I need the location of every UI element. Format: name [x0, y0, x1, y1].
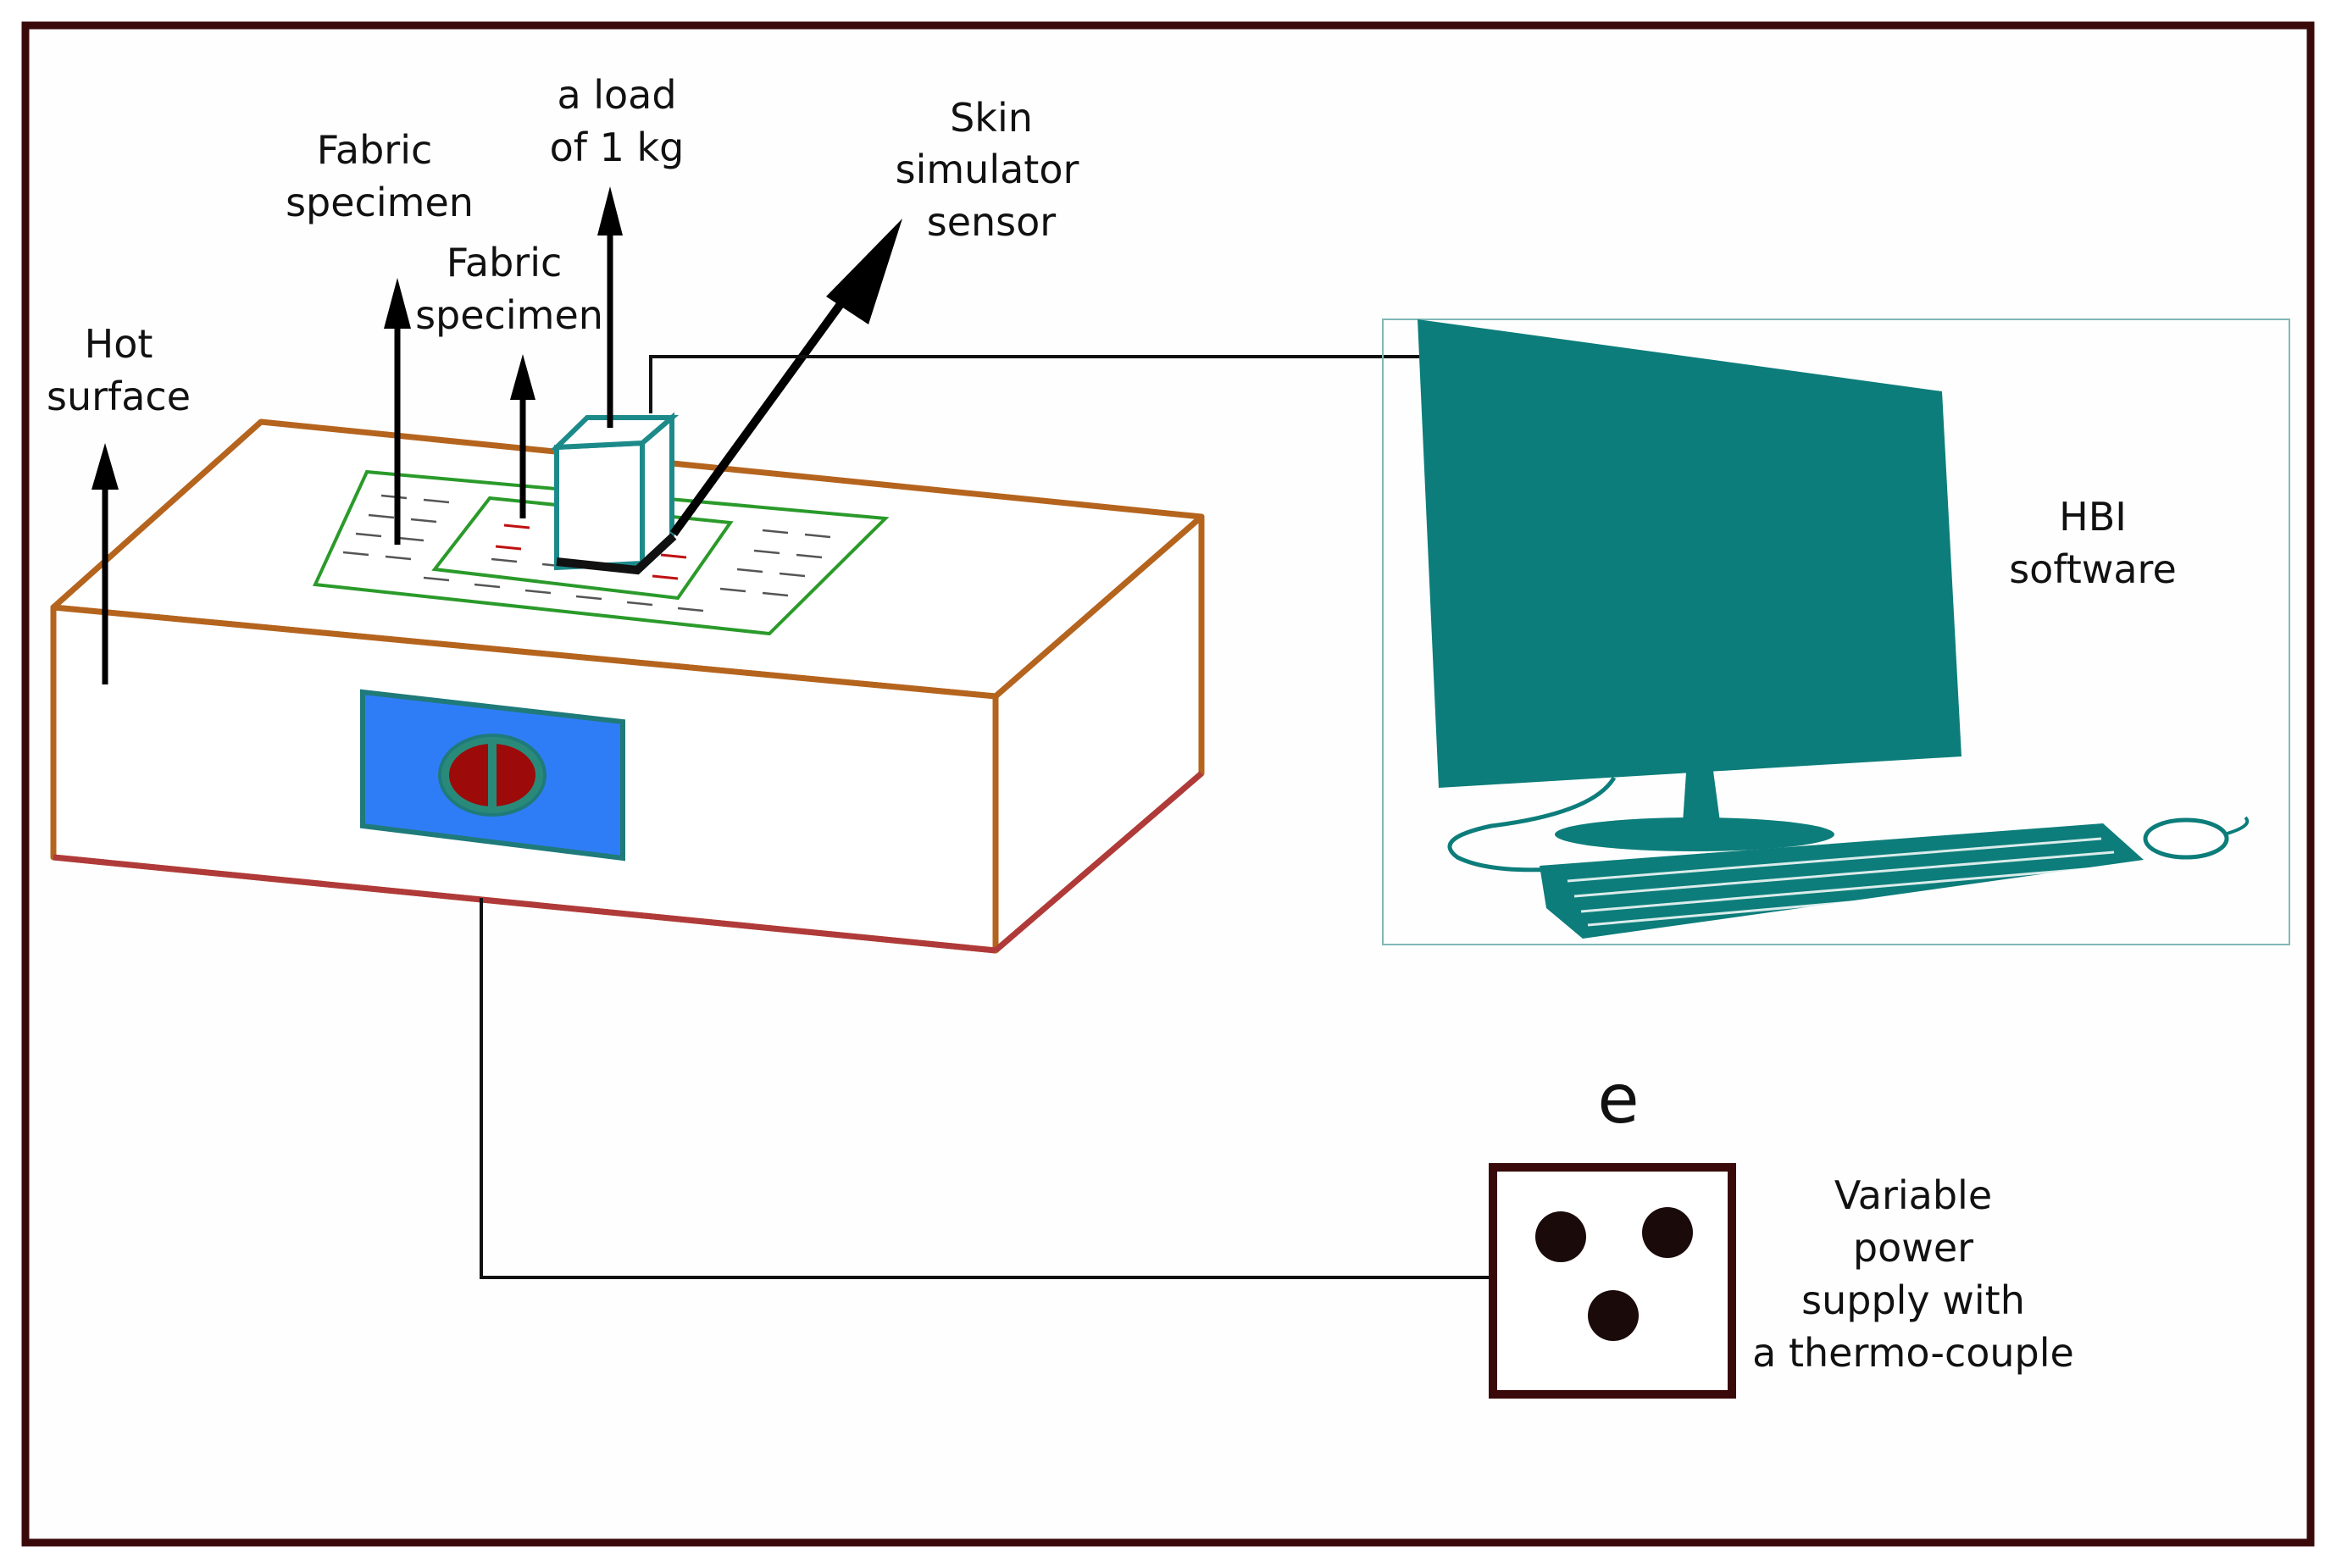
monitor-stand-neck	[1683, 771, 1720, 823]
svg-text:simulator: simulator	[896, 147, 1079, 192]
mouse-cable	[2223, 816, 2250, 836]
svg-text:power: power	[1853, 1225, 1973, 1271]
label-arrows	[92, 186, 902, 684]
svg-text:supply with: supply with	[1801, 1277, 2025, 1323]
label-fabric-specimen-outer: Fabric specimen	[286, 127, 474, 225]
svg-text:HBI: HBI	[2059, 494, 2127, 540]
arrow-fabric-specimen-outer	[384, 278, 411, 545]
sensor-front-face	[554, 440, 645, 571]
label-skin-simulator-sensor: Skin simulator sensor	[896, 95, 1079, 245]
desktop-computer-icon	[1382, 319, 2290, 945]
svg-text:specimen: specimen	[415, 292, 603, 338]
power-dot-1	[1535, 1211, 1586, 1262]
keyboard	[1540, 823, 2144, 939]
sensor-top-face	[550, 415, 680, 451]
label-fabric-specimen-inner: Fabric specimen	[415, 240, 603, 338]
svg-text:of 1 kg: of 1 kg	[550, 125, 685, 170]
label-power-supply: Variable power supply with a thermo-coup…	[1752, 1172, 2074, 1376]
svg-text:sensor: sensor	[927, 199, 1057, 245]
arrow-fabric-specimen-inner	[510, 354, 535, 518]
box-bottom-edge	[53, 854, 996, 954]
power-dot-2	[1642, 1207, 1693, 1258]
arrow-hot-surface	[92, 443, 119, 684]
power-supply-icon	[1489, 1163, 1736, 1399]
svg-text:specimen: specimen	[286, 180, 474, 225]
skin-simulator-sensor-block	[550, 412, 680, 575]
computer-image-frame	[1382, 319, 2290, 945]
svg-text:a load: a load	[557, 72, 676, 118]
power-supply-box	[1489, 1163, 1736, 1399]
svg-text:Skin: Skin	[950, 95, 1033, 141]
monitor-stand-base	[1555, 817, 1834, 851]
control-knob-icon	[438, 734, 547, 817]
monitor-screen	[1418, 319, 1961, 788]
keyboard-keys	[1567, 837, 2132, 927]
svg-text:Fabric: Fabric	[447, 240, 563, 285]
box-bottom-side-edge	[993, 771, 1204, 953]
arrow-load	[597, 186, 623, 428]
connection-wires	[480, 355, 1491, 1279]
sensor-to-computer-wire	[649, 355, 1430, 413]
svg-text:surface: surface	[47, 374, 191, 419]
svg-text:a thermo-couple: a thermo-couple	[1752, 1330, 2074, 1376]
power-supply-marker: e	[1597, 1060, 1639, 1139]
svg-text:Fabric: Fabric	[317, 127, 433, 173]
fabric-texture-dashes	[342, 494, 831, 612]
sensor-base-line	[556, 533, 677, 575]
label-hbi-software: HBI software	[2009, 494, 2177, 592]
label-load: a load of 1 kg	[550, 72, 685, 170]
inner-fabric-red-dashes	[495, 524, 687, 580]
arrow-skin-sensor	[669, 219, 902, 536]
power-dot-3	[1588, 1290, 1639, 1341]
svg-text:Hot: Hot	[85, 321, 153, 367]
mouse	[2143, 817, 2229, 860]
svg-text:software: software	[2009, 546, 2177, 592]
svg-text:Variable: Variable	[1834, 1172, 1992, 1218]
label-hot-surface: Hot surface	[47, 321, 191, 419]
box-to-power-supply-wire	[480, 898, 1491, 1279]
monitor-cable	[1447, 776, 1617, 873]
